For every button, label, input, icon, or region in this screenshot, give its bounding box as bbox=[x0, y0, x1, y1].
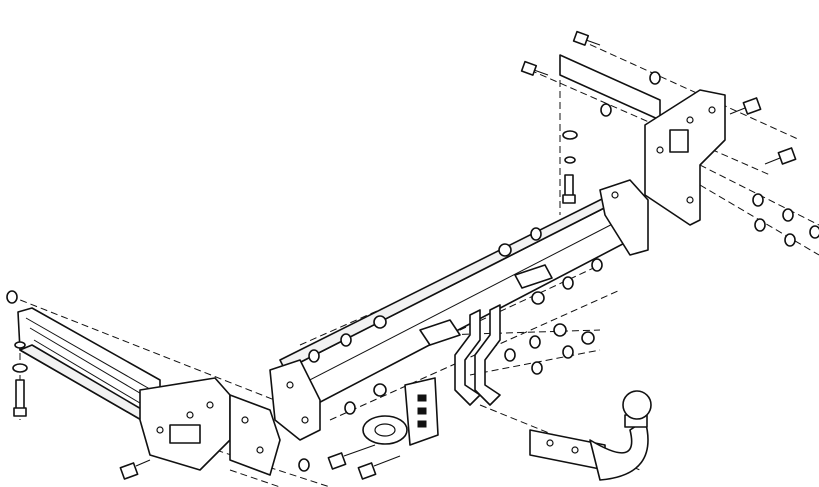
bolt-bottom-center-1 bbox=[327, 444, 376, 470]
nut bbox=[784, 233, 796, 247]
washer bbox=[754, 218, 766, 232]
washer bbox=[340, 333, 352, 347]
washer bbox=[600, 103, 612, 117]
left-side-bracket bbox=[17, 307, 281, 476]
washer bbox=[752, 193, 764, 207]
nut bbox=[782, 208, 794, 222]
washer bbox=[504, 348, 516, 362]
socket-plate bbox=[362, 377, 439, 446]
nut bbox=[373, 315, 387, 329]
right-side-bracket bbox=[559, 54, 726, 226]
washer bbox=[562, 276, 574, 290]
nut bbox=[373, 383, 387, 397]
washer bbox=[562, 130, 578, 140]
washer bbox=[6, 290, 18, 304]
washer bbox=[649, 71, 661, 85]
nut bbox=[581, 331, 595, 345]
nut bbox=[498, 243, 512, 257]
nuts-and-washers bbox=[6, 71, 819, 472]
washer bbox=[564, 156, 576, 164]
nut bbox=[531, 291, 545, 305]
washer bbox=[591, 258, 603, 272]
washer bbox=[12, 363, 28, 373]
bolt-vertical-left bbox=[13, 379, 27, 417]
washer bbox=[531, 361, 543, 375]
washer bbox=[529, 335, 541, 349]
bolt-top-right bbox=[572, 30, 601, 46]
washer bbox=[308, 349, 320, 363]
main-cross-beam bbox=[269, 179, 649, 441]
washer bbox=[14, 341, 26, 349]
nut bbox=[553, 323, 567, 337]
bolt-right-lower bbox=[764, 147, 797, 165]
bolt-top-left bbox=[520, 60, 549, 76]
bolt-right-upper bbox=[729, 97, 762, 115]
washer bbox=[298, 458, 310, 472]
washer bbox=[344, 401, 356, 415]
bolts bbox=[13, 30, 797, 480]
hitch-mounting-plates bbox=[454, 304, 501, 406]
nut bbox=[562, 345, 574, 359]
bolt-bottom-center-2 bbox=[357, 455, 401, 480]
nut bbox=[809, 225, 819, 239]
bolt-vertical-center bbox=[562, 174, 576, 204]
tow-ball bbox=[529, 390, 652, 481]
bolt-bottom-left bbox=[119, 459, 151, 480]
washer bbox=[530, 227, 542, 241]
